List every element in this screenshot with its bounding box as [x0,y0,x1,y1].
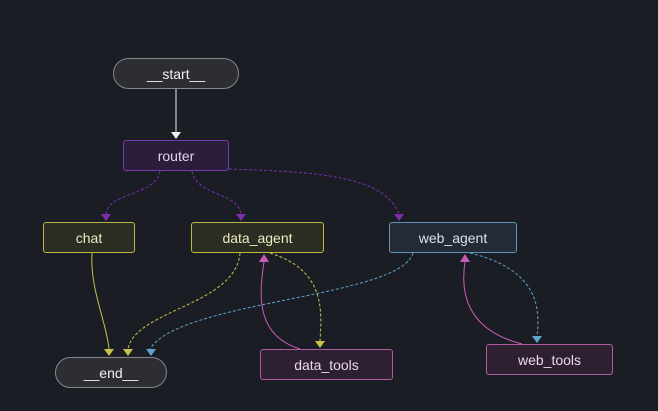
arrow-router-chat [101,214,111,221]
edge-web-agent-web-tools [469,252,539,337]
node-end-label: __end__ [83,364,139,381]
node-data-agent[interactable]: data_agent [191,222,324,253]
node-web-agent-label: web_agent [418,229,488,246]
arrow-data-agent-data-tools [315,341,325,348]
node-data-agent-label: data_agent [222,229,293,246]
arrow-web-agent-end [146,349,156,356]
node-data-tools-label: data_tools [294,356,359,373]
arrow-chat-end [104,349,114,356]
arrow-router-web-agent [394,214,404,221]
node-router[interactable]: router [123,140,229,171]
node-chat-label: chat [75,229,103,246]
node-chat[interactable]: chat [43,222,135,253]
edge-data-agent-data-tools [269,252,322,342]
edge-web-tools-web-agent [463,261,523,345]
node-start[interactable]: __start__ [113,58,239,89]
arrow-start-router [171,132,181,139]
node-web-agent[interactable]: web_agent [389,222,517,253]
node-web-tools-label: web_tools [517,351,582,368]
node-web-tools[interactable]: web_tools [486,344,613,375]
edge-data-agent-end [127,252,241,350]
edge-router-data-agent [191,170,242,215]
edge-web-agent-end [149,252,414,350]
edge-router-chat [105,170,161,215]
edge-chat-end [91,252,110,350]
arrow-web-agent-web-tools [532,336,542,343]
arrow-router-data-agent [236,214,246,221]
edge-router-web-agent [228,168,400,215]
node-router-label: router [157,147,195,164]
node-data-tools[interactable]: data_tools [260,349,393,380]
arrow-web-tools-web-agent [460,254,470,262]
node-start-label: __start__ [146,65,206,82]
edge-data-tools-data-agent [260,261,301,350]
node-end[interactable]: __end__ [55,357,167,388]
arrow-data-tools-data-agent [259,254,269,262]
arrow-data-agent-end [123,349,133,356]
